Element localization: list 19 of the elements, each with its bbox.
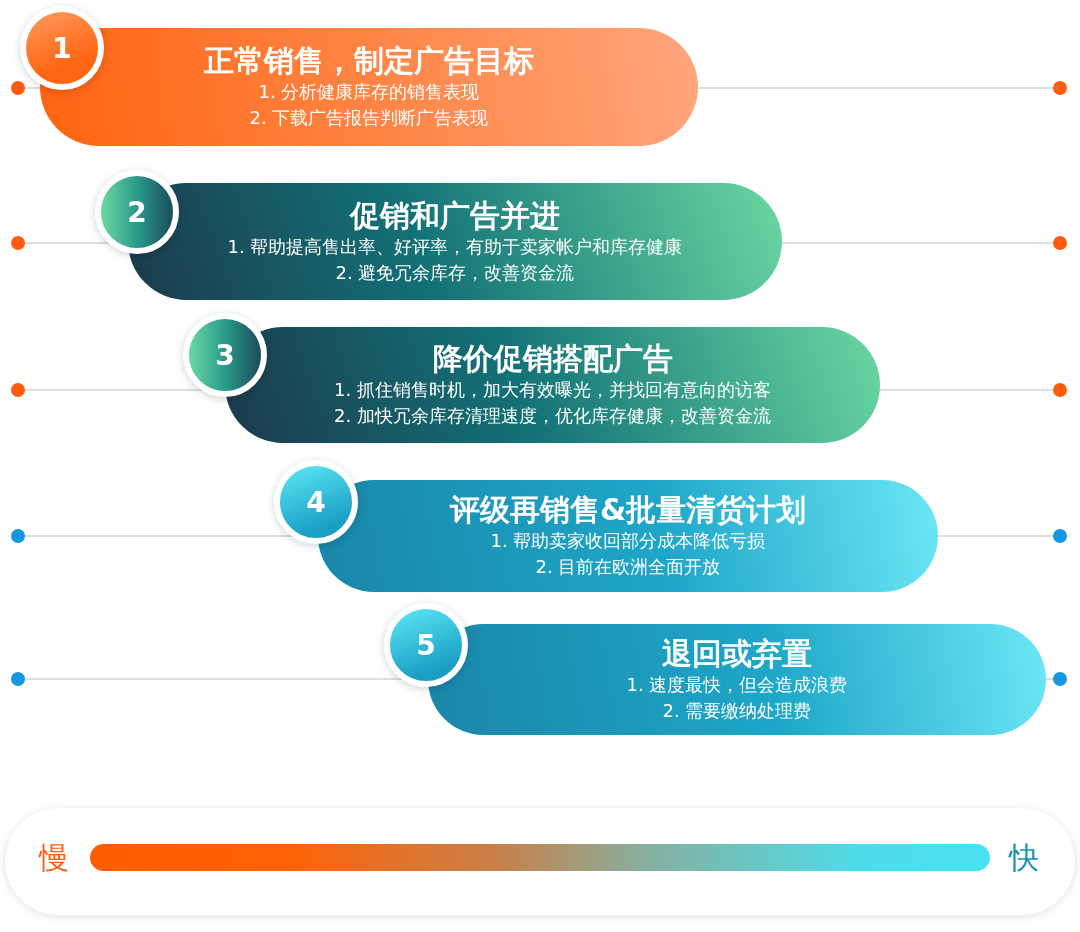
step-title: 正常销售，制定广告目标	[204, 43, 534, 79]
step-list-item: 1. 帮助卖家收回部分成本降低亏损	[490, 529, 766, 553]
step-list-item: 2. 加快冗余库存清理速度，优化库存健康，改善资金流	[334, 404, 771, 428]
step-title: 促销和广告并进	[350, 197, 560, 234]
step-list-item: 1. 分析健康库存的销售表现	[258, 80, 480, 104]
step-title: 退回或弃置	[662, 635, 812, 672]
step-list-item: 1. 帮助提高售出率、好评率，有助于卖家帐户和库存健康	[227, 234, 683, 259]
step-list-item: 2. 目前在欧洲全面开放	[535, 555, 721, 579]
slow-label: 慢	[39, 840, 69, 876]
speed-gradient-bar	[90, 844, 990, 871]
step-list-item: 2. 需要缴纳处理费	[662, 698, 812, 723]
step-list-item: 1. 速度最快，但会造成浪费	[626, 672, 848, 697]
step-list-item: 1. 抓住销售时机，加大有效曝光，并找回有意向的访客	[334, 378, 771, 402]
step-title: 降价促销搭配广告	[432, 341, 673, 377]
step-list-item: 2. 下载广告报告判断广告表现	[249, 106, 489, 130]
step-pill	[128, 183, 782, 300]
fast-label: 快	[1009, 840, 1039, 876]
step-list-item: 2. 避免冗余库存，改善资金流	[335, 260, 575, 285]
step-title: 评级再销售&批量清货计划	[449, 492, 807, 528]
